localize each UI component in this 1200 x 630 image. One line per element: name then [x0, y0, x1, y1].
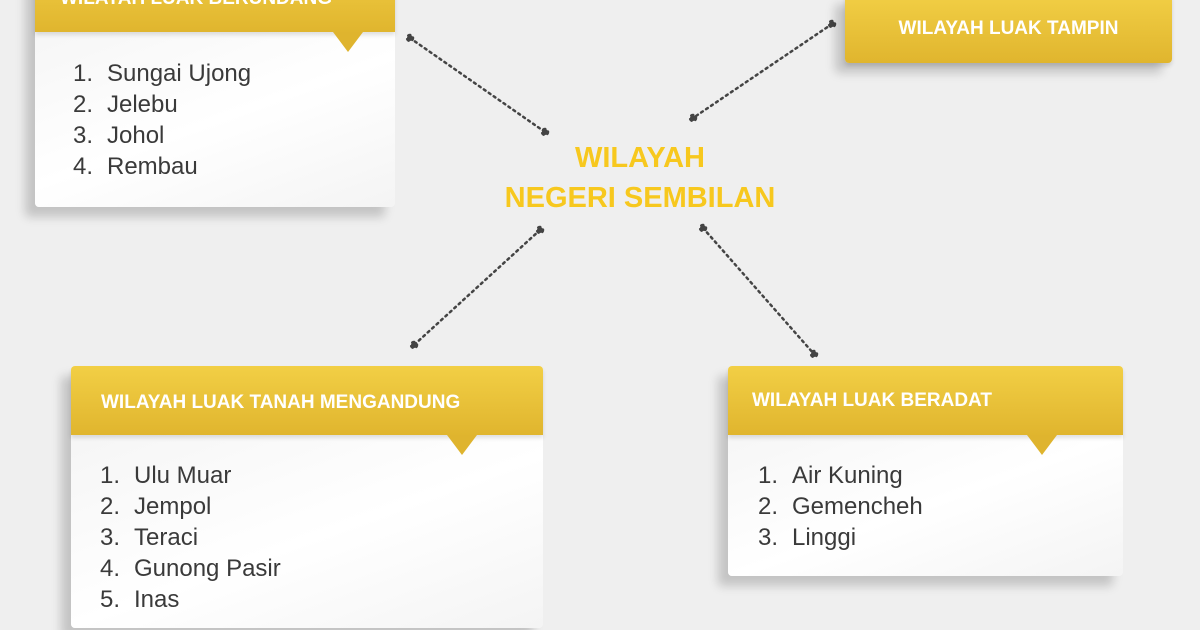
list: 1.Ulu Muar 2.Jempol 3.Teraci 4.Gunong Pa… [100, 460, 281, 615]
connector-beradat [701, 226, 816, 356]
box-title: WILAYAH LUAK BERUNDANG [60, 0, 332, 10]
list-item: 1.Air Kuning [758, 462, 903, 489]
box-luak-berundang: WILAYAH LUAK BERUNDANG 1.Sungai Ujong 2.… [35, 0, 395, 207]
list-item: 5.Inas [100, 586, 180, 613]
list-item: 3.Teraci [100, 524, 199, 551]
central-title-line1: WILAYAH [575, 142, 705, 174]
pointer [333, 32, 363, 52]
box-header: WILAYAH LUAK BERUNDANG [35, 0, 395, 32]
list-item: 2.Gemencheh [758, 493, 923, 520]
central-title: WILAYAH NEGERI SEMBILAN [440, 138, 840, 218]
list: 1.Air Kuning 2.Gemencheh 3.Linggi [758, 460, 923, 553]
connector-berundang [408, 36, 547, 134]
list-item: 2.Jempol [100, 493, 212, 520]
box-header: WILAYAH LUAK TAMPIN [845, 0, 1172, 63]
connector-tanah-mengandung [412, 228, 542, 347]
box-luak-beradat: WILAYAH LUAK BERADAT 1.Air Kuning 2.Geme… [728, 366, 1123, 576]
pointer [1027, 435, 1057, 455]
list: 1.Sungai Ujong 2.Jelebu 3.Johol 4.Rembau [73, 58, 251, 182]
list-item: 4.Gunong Pasir [100, 555, 281, 582]
box-header: WILAYAH LUAK TANAH MENGANDUNG [71, 366, 543, 435]
box-luak-tanah-mengandung: WILAYAH LUAK TANAH MENGANDUNG 1.Ulu Muar… [71, 366, 543, 628]
box-luak-tampin: WILAYAH LUAK TAMPIN [845, 0, 1172, 63]
connector-tampin [691, 22, 834, 120]
pointer [447, 435, 477, 455]
list-item: 4.Rembau [73, 153, 198, 180]
list-item: 3.Johol [73, 122, 165, 149]
list-item: 2.Jelebu [73, 91, 178, 118]
box-header: WILAYAH LUAK BERADAT [728, 366, 1123, 435]
box-title: WILAYAH LUAK BERADAT [752, 390, 992, 411]
list-item: 1.Sungai Ujong [73, 60, 252, 87]
central-title-line2: NEGERI SEMBILAN [504, 182, 776, 214]
list-item: 1.Ulu Muar [100, 462, 232, 489]
box-title: WILAYAH LUAK TAMPIN [898, 18, 1119, 39]
box-title: WILAYAH LUAK TANAH MENGANDUNG [101, 392, 461, 413]
list-item: 3.Linggi [758, 524, 857, 551]
